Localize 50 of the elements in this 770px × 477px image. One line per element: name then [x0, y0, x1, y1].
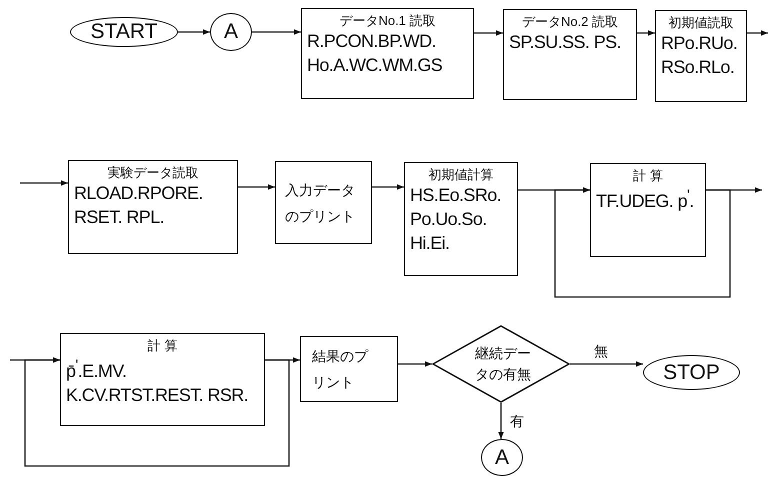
arrow: [398, 361, 432, 367]
variable-list: RPo.RUo. RSo.RLo.: [661, 31, 741, 79]
edge-label: 無: [592, 343, 610, 361]
arrow: [265, 357, 300, 363]
arrow: [372, 184, 404, 190]
arrow: [474, 30, 503, 36]
box-heading: 初期値読取: [668, 14, 734, 31]
variable-list: TF.UDEG. p$^{'}$.: [596, 184, 700, 213]
box-heading: 計 算: [146, 337, 178, 354]
box-heading: データNo.2 読取: [520, 13, 620, 30]
terminal-label: START: [90, 20, 158, 44]
box-heading: 計 算: [632, 167, 664, 184]
connector-circle: [481, 439, 523, 476]
box-text: 結果のプリント: [311, 347, 370, 392]
terminal-label: A: [494, 446, 509, 470]
arrow: [570, 361, 643, 367]
terminal-label: STOP: [663, 360, 720, 384]
arrow: [20, 180, 68, 186]
arrow: [637, 30, 655, 36]
process-box: [503, 9, 637, 100]
terminal-label: A: [224, 20, 238, 44]
connector-circle: [210, 13, 252, 51]
loop-arrow: [24, 357, 290, 467]
process-box: [275, 161, 372, 244]
variable-list: HS.Eo.SRo. Po.Uo.So. Hi.Ei.: [410, 183, 512, 255]
process-box: [68, 160, 238, 254]
variable-list: R.PCON.BP.WD. Ho.A.WC.WM.GS: [307, 29, 468, 77]
box-text: 入力データのプリント: [284, 180, 356, 226]
variable-list: SP.SU.SS. PS.: [509, 30, 631, 54]
arrow: [238, 184, 275, 190]
process-box: [590, 163, 706, 257]
arrow: [747, 30, 768, 36]
process-box: [655, 10, 747, 102]
loop-arrow: [554, 187, 731, 298]
process-box: [300, 336, 398, 402]
edge-label: 有: [508, 413, 526, 431]
decision-diamond: [432, 325, 570, 403]
arrow: [178, 29, 210, 35]
variable-list: p̄$^{'}$.E.MV. K.CV.RTST.REST. RSR.: [66, 354, 259, 407]
arrow: [706, 187, 762, 193]
arrow: [498, 403, 504, 439]
box-heading: 実験データ読取: [106, 164, 200, 181]
process-box: [404, 162, 518, 276]
process-box: [301, 8, 474, 99]
box-heading: データNo.1 読取: [338, 12, 437, 29]
process-box: [60, 333, 265, 426]
box-heading: 初期値計算: [428, 166, 494, 183]
arrow: [252, 29, 301, 35]
variable-list: RLOAD.RPORE. RSET. RPL.: [74, 181, 232, 229]
decision-text: 継続データの有無: [474, 344, 532, 384]
